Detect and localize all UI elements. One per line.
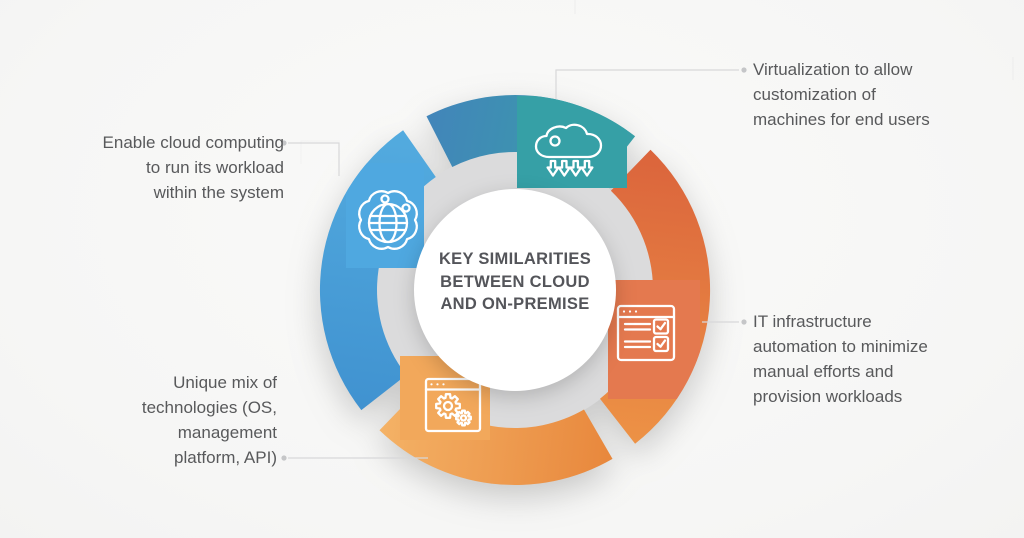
connector-dot-virtualization <box>741 67 747 73</box>
connector-dot-unique-mix <box>281 455 287 461</box>
center-circle <box>414 189 616 391</box>
label-enable-cloud: Enable cloud computing to run its worklo… <box>102 133 284 202</box>
connector-virtualization <box>555 69 739 99</box>
gears-window-icon <box>424 377 482 433</box>
donut-diagram <box>319 95 711 486</box>
connector-dot-it-automation <box>741 319 747 325</box>
connector-dot-enable-cloud <box>281 140 287 146</box>
checklist-window-icon <box>616 304 676 362</box>
cloud-download-icon <box>534 123 603 177</box>
tab-virtualization <box>517 96 627 188</box>
background-decor-lines <box>300 0 1014 164</box>
center-title: KEY SIMILARITIES BETWEEN CLOUD AND ON-PR… <box>438 250 592 313</box>
label-virtualization: Virtualization to allow customization of… <box>753 60 930 129</box>
label-it-automation: IT infrastructure automation to minimize… <box>753 312 928 406</box>
connector-enable-cloud <box>288 142 340 176</box>
globe-cloud-icon <box>358 190 418 250</box>
connectors <box>281 67 747 461</box>
label-unique-mix: Unique mix of technologies (OS, manageme… <box>141 373 277 467</box>
